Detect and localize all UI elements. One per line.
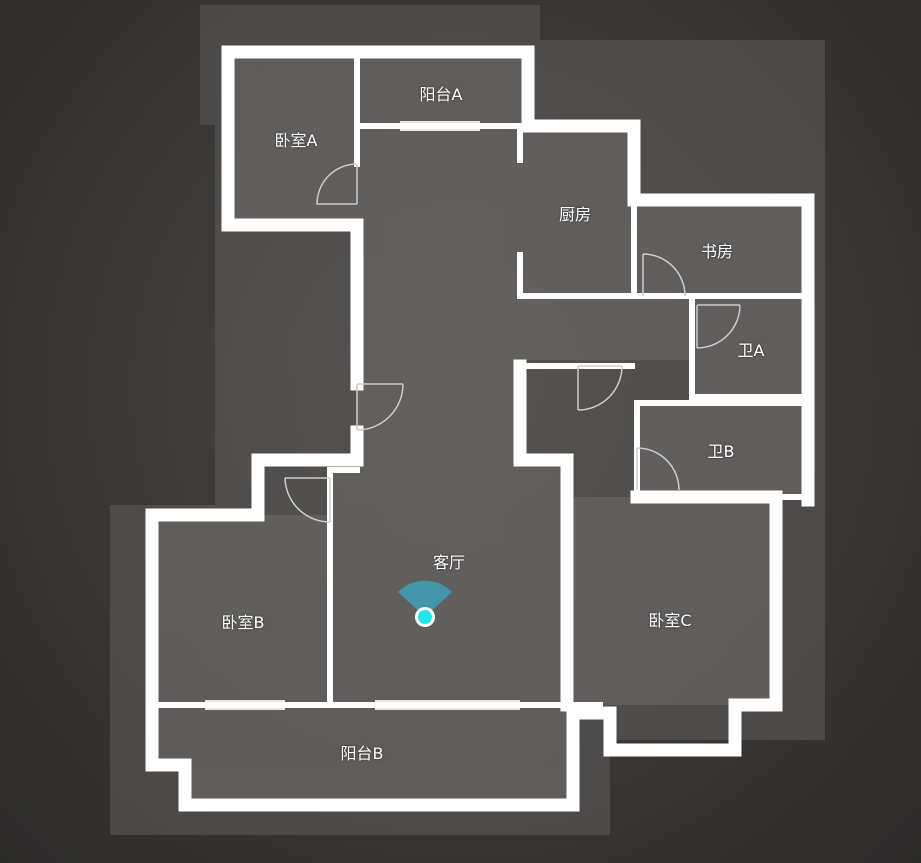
room-label-kitchen[interactable]: 厨房 [558, 205, 592, 224]
windows [205, 47, 813, 755]
room-label-bath-b[interactable]: 卫B [707, 442, 735, 461]
room-floors [152, 52, 808, 805]
room-label-bedroom-b[interactable]: 卧室B [221, 613, 265, 632]
doors [284, 163, 741, 523]
room-label-living-room[interactable]: 客厅 [432, 553, 466, 572]
room-label-bedroom-a[interactable]: 卧室A [274, 131, 318, 150]
current-position-marker-icon[interactable] [398, 580, 452, 627]
room-label-balcony-a[interactable]: 阳台A [419, 85, 463, 104]
room-label-balcony-b[interactable]: 阳台B [340, 744, 384, 763]
room-label-bedroom-c[interactable]: 卧室C [648, 611, 692, 630]
room-label-study[interactable]: 书房 [700, 242, 734, 261]
room-label-bath-a[interactable]: 卫A [737, 341, 765, 360]
